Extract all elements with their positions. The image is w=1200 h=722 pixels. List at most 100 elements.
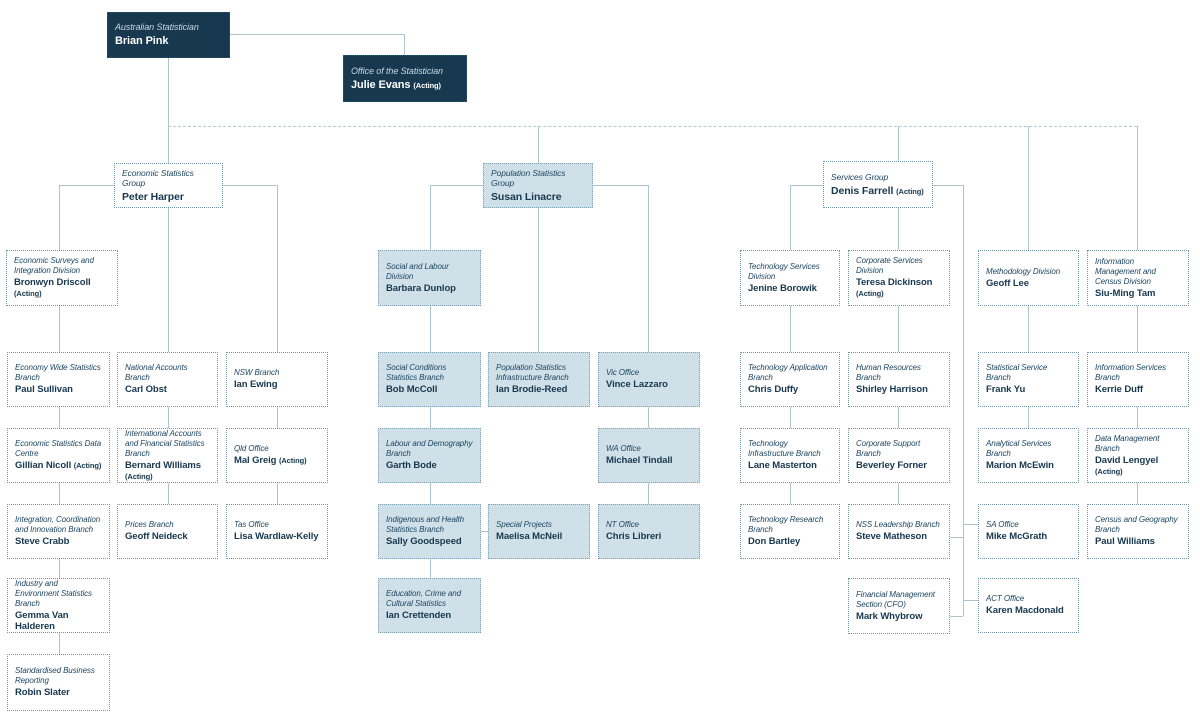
data-management-branch-acting-label: (Acting) — [1095, 466, 1123, 476]
connector-line — [230, 34, 404, 35]
connector-line — [59, 633, 60, 654]
connector-line — [648, 483, 649, 504]
connector-line — [898, 483, 899, 504]
labour-and-demography-branch-name: Garth Bode — [386, 460, 437, 472]
connector-line — [168, 126, 169, 163]
population-statistics-group-name: Susan Linacre — [491, 191, 562, 204]
connector-line — [790, 483, 791, 504]
social-conditions-statistics-branch-title: Social Conditions Statistics Branch — [386, 363, 447, 383]
economic-statistics-data-centre-name-line: Gillian Nicoll (Acting) — [15, 460, 102, 472]
office-of-the-statistician-name: Julie Evans — [351, 78, 411, 91]
special-projects-title: Special Projects — [496, 520, 552, 530]
connector-line — [593, 185, 648, 186]
standardised-business-reporting-name-line: Robin Slater — [15, 687, 102, 699]
qld-office-acting-label: (Acting) — [278, 456, 307, 466]
connector-line — [430, 483, 431, 504]
technology-research-branch-name-line: Don Bartley — [748, 536, 832, 548]
human-resources-branch-title: Human Resources Branch — [856, 363, 921, 383]
economic-statistics-data-centre-acting-label: (Acting) — [73, 461, 102, 471]
connector-line — [898, 208, 899, 250]
social-conditions-statistics-branch-name: Bob McColl — [386, 384, 438, 396]
indigenous-health-statistics-branch-name-line: Sally Goodspeed — [386, 536, 473, 548]
population-statistics-group-name-line: Susan Linacre — [491, 191, 585, 203]
act-office-title: ACT Office — [986, 594, 1025, 604]
nsw-branch-name-line: Ian Ewing — [234, 379, 320, 391]
connector-line — [790, 185, 823, 186]
connector-line — [277, 407, 278, 428]
nt-office-title: NT Office — [606, 520, 639, 530]
sa-office-title: SA Office — [986, 520, 1019, 530]
connector-line — [277, 483, 278, 504]
national-accounts-branch-title: National Accounts Branch — [125, 363, 188, 383]
data-management-branch-title: Data Management Branch — [1095, 433, 1160, 453]
connector-line — [1137, 126, 1138, 250]
education-crime-cultural-statistics-name: Ian Crettenden — [386, 610, 452, 622]
connector-line — [59, 559, 60, 578]
services-group-name-line: Denis Farrell (Acting) — [831, 185, 925, 197]
industry-environment-statistics-branch-name-line: Gemma Van Halderen — [15, 610, 102, 633]
connector-line — [1028, 306, 1029, 352]
corporate-support-branch-title: Corporate Support Branch — [856, 439, 921, 459]
connector-line — [950, 616, 963, 617]
connector-line — [277, 185, 278, 352]
integration-coordination-innovation-branch-name-line: Steve Crabb — [15, 536, 102, 548]
international-accounts-financial-statistics-branch-acting-label: (Acting) — [125, 471, 153, 481]
economic-statistics-group-name-line: Peter Harper — [122, 191, 215, 203]
labour-and-demography-branch-title: Labour and Demography Branch — [386, 439, 473, 459]
international-accounts-financial-statistics-branch: International Accounts and Financial Sta… — [117, 428, 218, 483]
connector-line — [223, 185, 277, 186]
australian-statistician-name-line: Brian Pink — [115, 35, 222, 48]
services-group-title: Services Group — [831, 172, 889, 183]
services-group-acting-label: (Acting) — [896, 186, 924, 196]
act-office-name: Karen Macdonald — [986, 605, 1064, 617]
analytical-services-branch-name-line: Marion McEwin — [986, 460, 1071, 472]
connector-line — [790, 185, 791, 250]
act-office-name-line: Karen Macdonald — [986, 605, 1071, 617]
connector-line — [430, 306, 431, 352]
vic-office-name: Vince Lazzaro — [606, 379, 668, 391]
integration-coordination-innovation-branch: Integration, Coordination and Innovation… — [7, 504, 110, 559]
wa-office-name: Michael Tindall — [606, 455, 673, 467]
connector-line — [1137, 306, 1138, 352]
financial-management-section-cfo-name: Mark Whybrow — [856, 610, 923, 622]
census-and-geography-branch-name: Paul Williams — [1095, 536, 1155, 548]
information-management-census-division: Information Management and Census Divisi… — [1087, 250, 1189, 306]
office-of-the-statistician-name-line: Julie Evans (Acting) — [351, 79, 459, 92]
qld-office-name: Mal Greig — [234, 455, 277, 467]
financial-management-section-cfo: Financial Management Section (CFO)Mark W… — [848, 578, 950, 634]
special-projects-name-line: Maelisa McNeil — [496, 531, 582, 543]
technology-services-division-name-line: Jenine Borowik — [748, 282, 832, 295]
office-of-the-statistician-title: Office of the Statistician — [351, 65, 443, 76]
prices-branch-name: Geoff Neideck — [125, 531, 188, 543]
technology-research-branch-title: Technology Research Branch — [748, 515, 824, 535]
social-conditions-statistics-branch-name-line: Bob McColl — [386, 384, 473, 396]
connector-line — [481, 531, 488, 532]
technology-infrastructure-branch-name-line: Lane Masterton — [748, 460, 832, 472]
indigenous-health-statistics-branch-title: Indigenous and Health Statistics Branch — [386, 515, 464, 535]
connector-line — [430, 185, 483, 186]
census-and-geography-branch-name-line: Paul Williams — [1095, 536, 1181, 548]
special-projects-name: Maelisa McNeil — [496, 531, 563, 543]
technology-services-division-title: Technology Services Division — [748, 261, 820, 281]
technology-infrastructure-branch-title: Technology Infrastructure Branch — [748, 439, 821, 459]
corporate-services-division-acting-label: (Acting) — [856, 289, 884, 298]
technology-services-division-name: Jenine Borowik — [748, 282, 817, 294]
methodology-division-name: Geoff Lee — [986, 277, 1029, 289]
